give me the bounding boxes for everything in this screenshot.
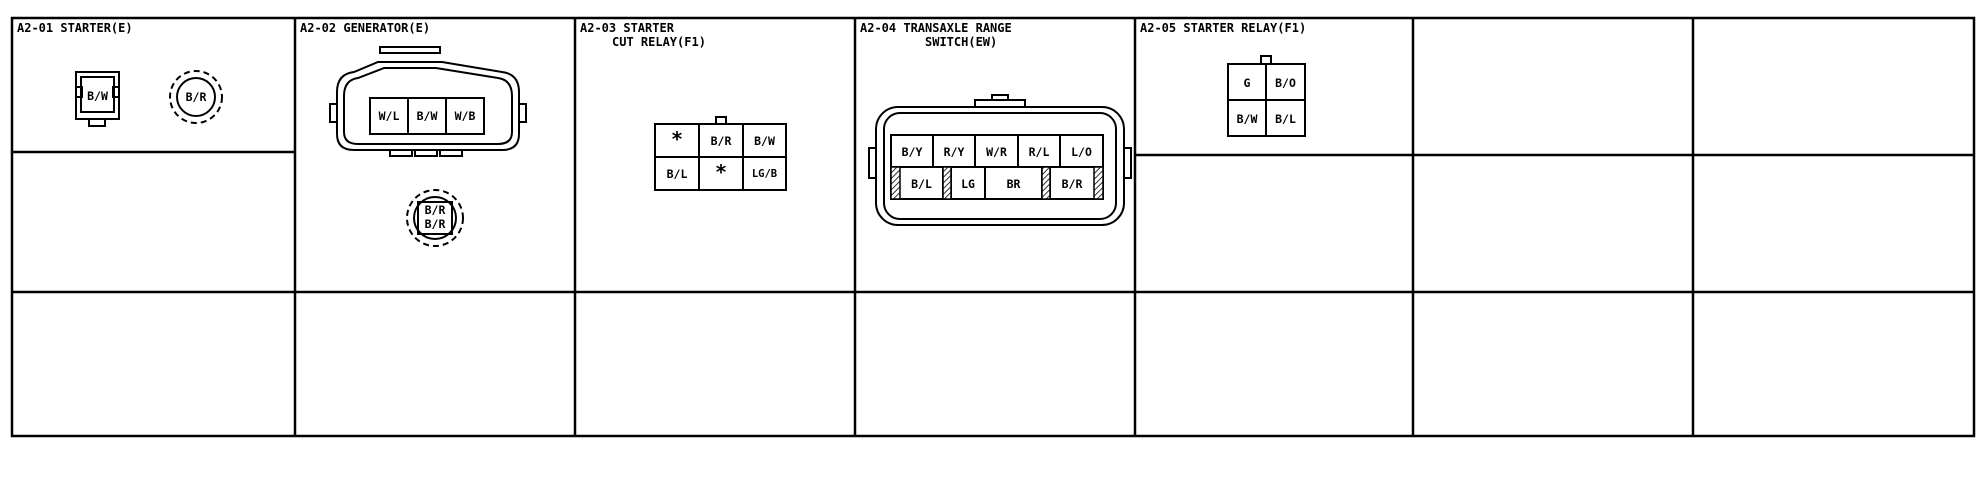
pin-label: R/L: [1029, 145, 1050, 159]
connector-a2-03: A2-03 STARTER CUT RELAY(F1) * B/R B/W B/…: [580, 21, 787, 191]
pin-label: B/W: [87, 89, 108, 103]
pin-label: W/B: [455, 109, 476, 123]
connector-title: CUT RELAY(F1): [612, 35, 706, 49]
pin-label: B/O: [1275, 76, 1296, 90]
pin-label: B/R: [711, 134, 732, 148]
connector-title: A2-02 GENERATOR(E): [300, 21, 430, 35]
ring-terminal-label: B/R: [186, 90, 207, 104]
pin-label: B/L: [667, 167, 688, 181]
pin-label: B/W: [754, 134, 775, 148]
connector-title: A2-04 TRANSAXLE RANGE: [860, 21, 1012, 35]
connector-title: A2-05 STARTER RELAY(F1): [1140, 21, 1306, 35]
pin-label: *: [715, 160, 727, 184]
connector-a2-01: A2-01 STARTER(E) B/W B/R: [17, 21, 223, 127]
pin-label: BR: [1007, 177, 1021, 191]
pin-label: W/R: [986, 145, 1007, 159]
connector-a2-05: A2-05 STARTER RELAY(F1) G B/O B/W B/L: [1140, 21, 1306, 137]
pin-label: B/W: [1237, 112, 1258, 126]
pin-label: G: [1244, 76, 1251, 90]
grid: [10, 16, 1976, 438]
connector-title: A2-03 STARTER: [580, 21, 675, 35]
ring-terminal-label: B/R: [425, 217, 446, 231]
pin-label: B/L: [1275, 112, 1296, 126]
connector-title: A2-01 STARTER(E): [17, 21, 133, 35]
pin-label: B/Y: [902, 145, 923, 159]
pin-label: L/O: [1071, 145, 1092, 159]
connector-a2-04: A2-04 TRANSAXLE RANGE SWITCH(EW): [860, 21, 1132, 226]
blank-cavity: [890, 166, 901, 200]
pin-label: B/L: [911, 177, 932, 191]
blank-cavity: [1093, 166, 1104, 200]
connector-title: SWITCH(EW): [925, 35, 997, 49]
grid-border: [10, 16, 1976, 438]
pin-label: R/Y: [944, 145, 965, 159]
connector-a2-02: A2-02 GENERATOR(E) W/L B/W W/B: [300, 21, 527, 247]
pin-label: B/R: [1062, 177, 1083, 191]
ring-terminal-label: B/R: [425, 203, 446, 217]
pin-label: B/W: [417, 109, 438, 123]
pin-label: W/L: [379, 109, 400, 123]
pin-label: LG: [961, 177, 975, 191]
blank-cavity: [1041, 166, 1051, 200]
blank-cavity: [942, 166, 952, 200]
pin-label: LG/B: [752, 168, 777, 180]
pin-label: *: [671, 127, 683, 151]
